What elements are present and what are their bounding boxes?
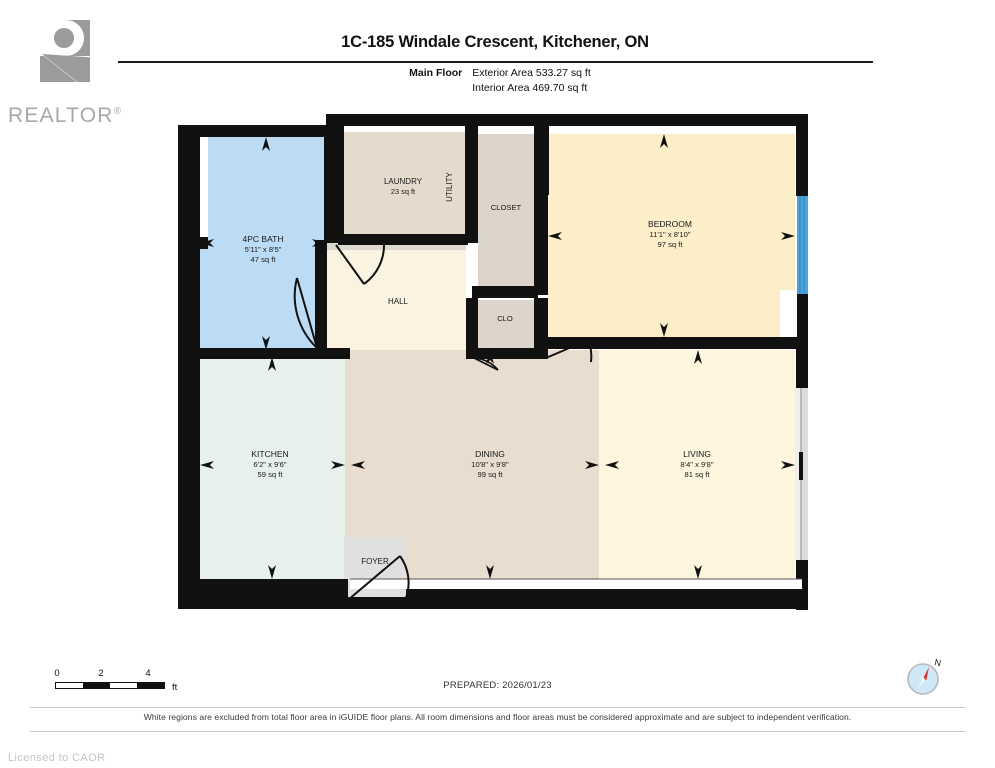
exterior-area: Exterior Area 533.27 sq ft: [472, 67, 591, 79]
realtor-r-icon: [8, 8, 104, 104]
room-label-clo: CLO: [497, 314, 513, 323]
scale-seg-4: [137, 683, 164, 688]
scale-unit: ft: [172, 682, 178, 693]
room-label-bath: 4PC BATH: [243, 234, 284, 244]
door-foyer: [347, 555, 410, 601]
realtor-registered-mark: ®: [113, 106, 123, 117]
wall-right-mid: [796, 294, 808, 346]
room-dims-living: 8'4" x 9'8": [680, 460, 714, 469]
room-labels: 4PC BATH 5'11" x 8'5" 47 sq ft LAUNDRY 2…: [243, 171, 714, 566]
room-label-dining: DINING: [475, 449, 505, 459]
wall-laundry-left: [333, 125, 344, 243]
scale-bar: 0 2 4 ft: [54, 668, 177, 693]
room-label-kitchen: KITCHEN: [251, 449, 288, 459]
door-laundry: [335, 242, 386, 285]
interior-area: Interior Area 469.70 sq ft: [472, 82, 588, 94]
room-fill-kitchen: [200, 357, 345, 579]
wall-clo-right: [534, 298, 548, 354]
wall-bottom: [178, 597, 808, 609]
title-divider: [118, 61, 873, 63]
room-area-laundry: 23 sq ft: [391, 187, 415, 196]
room-fill-bedroom: [548, 134, 795, 337]
scale-tick-0: 0: [54, 668, 60, 679]
room-fill-closet: [478, 134, 536, 289]
room-fill-clo: [478, 300, 534, 354]
room-label-utility: UTILITY: [445, 171, 454, 201]
wall-closet-bottom: [472, 286, 538, 298]
room-label-bedroom: BEDROOM: [648, 219, 692, 229]
dimension-arrows: [200, 134, 795, 579]
floorplan-svg: 4PC BATH 5'11" x 8'5" 47 sq ft LAUNDRY 2…: [178, 114, 808, 610]
wall-closet-bedroom-divider: [542, 137, 545, 289]
wall-top-main: [326, 114, 808, 126]
compass-rose: N: [903, 655, 943, 695]
compass-rose-icon: N: [907, 657, 942, 695]
room-label-closet: CLOSET: [491, 203, 522, 212]
wall-clo-left: [466, 298, 478, 354]
excluded-region-bedroom: [780, 290, 797, 340]
room-dims-bedroom: 11'1" x 8'10": [649, 230, 690, 239]
realtor-wordmark: REALTOR®: [8, 104, 122, 128]
prepared-date: PREPARED: 2026/01/23: [443, 680, 552, 691]
door-bedroom: [545, 339, 593, 363]
wall-bedroom-bottom: [548, 337, 800, 349]
slider-panel: [795, 388, 801, 560]
floor-label: Main Floor: [409, 67, 463, 79]
room-label-hall: HALL: [388, 297, 409, 306]
scale-ticks: 0 2 4: [54, 668, 165, 682]
room-fill-living: [599, 350, 795, 579]
room-area-bedroom: 97 sq ft: [658, 240, 684, 249]
room-area-kitchen: 59 sq ft: [258, 470, 284, 479]
scale-tick-4: 4: [145, 668, 151, 679]
room-label-living: LIVING: [683, 449, 711, 459]
scale-tick-2: 2: [98, 668, 104, 679]
compass-north-label: N: [934, 657, 942, 668]
disclaimer-text: White regions are excluded from total fl…: [143, 712, 852, 722]
floor-meta: Main Floor Exterior Area 533.27 sq ft In…: [118, 66, 873, 96]
realtor-wordmark-text: REALTOR: [8, 104, 114, 127]
wall-bath-bottom: [188, 348, 338, 359]
page-title: 1C-185 Windale Crescent, Kitchener, ON: [341, 33, 649, 51]
footer-divider-bottom: [30, 731, 965, 732]
room-area-bath: 47 sq ft: [251, 255, 277, 264]
wall-left-upper: [178, 125, 200, 247]
room-dims-dining: 10'8" x 9'8": [471, 460, 509, 469]
wall-bottom-step: [178, 579, 348, 599]
wall-bath-right-lower: [315, 240, 327, 352]
room-dims-kitchen: 6'2" x 9'6": [253, 460, 287, 469]
wall-clo-bottom: [466, 348, 548, 359]
excluded-region-bottom: [350, 579, 802, 589]
room-area-living: 81 sq ft: [685, 470, 711, 479]
realtor-logo: REALTOR®: [8, 8, 121, 127]
floorplan-drawing: 4PC BATH 5'11" x 8'5" 47 sq ft LAUNDRY 2…: [178, 112, 823, 612]
slider-handle: [799, 452, 803, 480]
room-area-dining: 99 sq ft: [478, 470, 504, 479]
wall-top-left: [178, 125, 338, 137]
licensed-to: Licensed to CAOR: [8, 752, 106, 764]
door-bath: [293, 277, 318, 349]
room-fill-hall: [326, 240, 466, 352]
wall-left-lower: [178, 237, 200, 609]
room-fill-laundry: [343, 132, 465, 242]
wall-hall-bottom: [315, 348, 350, 359]
room-label-foyer: FOYER: [361, 557, 389, 566]
room-label-laundry: LAUNDRY: [384, 177, 423, 186]
wall-laundry-right: [465, 125, 478, 243]
footer-divider-top: [30, 707, 965, 708]
wall-right-upper: [796, 114, 808, 196]
scale-bar-graphic: [55, 682, 165, 689]
wall-right-lower-a: [796, 340, 808, 388]
room-dims-bath: 5'11" x 8'5": [245, 245, 282, 254]
scale-seg-2: [83, 683, 110, 688]
wall-laundry-bottom: [338, 234, 468, 245]
window-bedroom-right: [797, 196, 808, 294]
